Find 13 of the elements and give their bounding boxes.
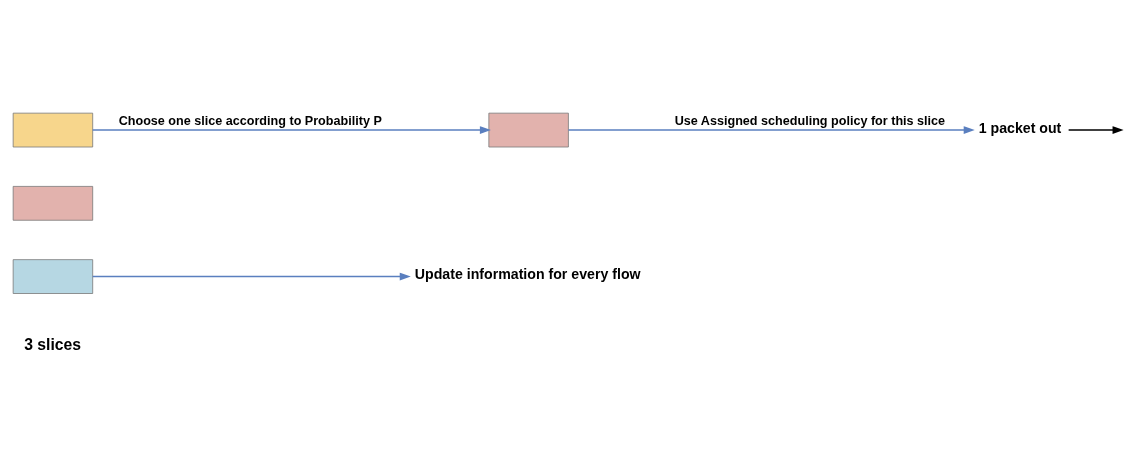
node-text: 1 packet out xyxy=(978,119,1062,136)
node-text: Update information for every flow xyxy=(414,265,641,282)
edge-label: Use Assigned scheduling policy for this slice xyxy=(674,113,946,128)
arrow xyxy=(91,125,491,134)
node-box xyxy=(12,185,94,221)
edge-label: Choose one slice according to Probability P xyxy=(118,113,382,128)
node-box xyxy=(488,112,569,147)
arrow xyxy=(1067,125,1124,134)
label: 3 slices xyxy=(24,335,82,353)
arrow xyxy=(567,125,975,134)
node-box xyxy=(12,258,94,294)
arrow xyxy=(91,272,411,280)
node-box xyxy=(12,112,94,147)
